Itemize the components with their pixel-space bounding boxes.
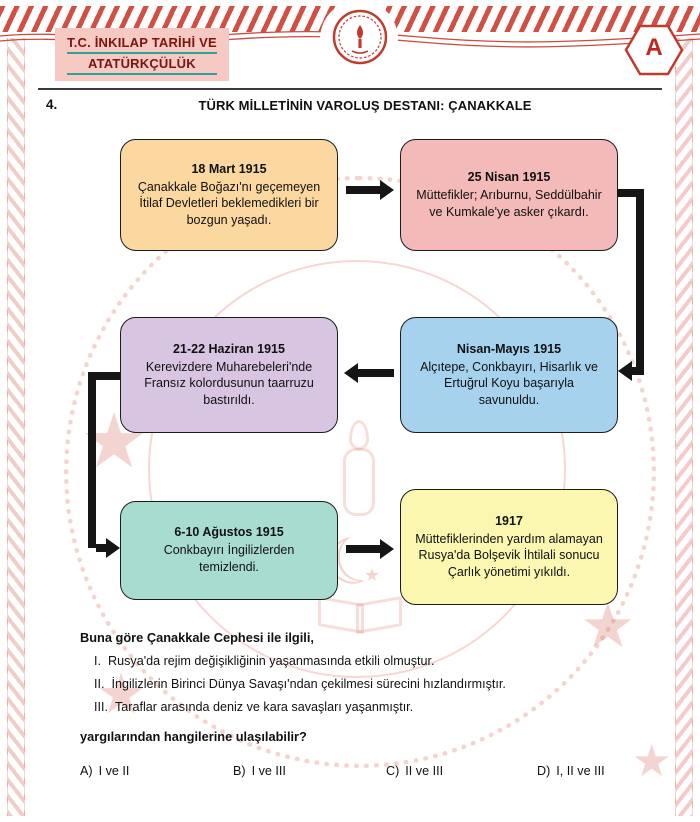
arrow-right-icon <box>380 539 394 559</box>
course-badge-line2: ATATÜRKÇÜLÜK <box>67 56 217 75</box>
arrow-right-icon <box>106 538 120 558</box>
star-icon: ★ <box>364 565 381 585</box>
rope-border-right-icon <box>675 38 693 816</box>
flow-box-nisan-mayis-1915: Nisan-Mayıs 1915 Alçıtepe, Conkbayırı, H… <box>400 317 618 433</box>
answer-option-a: A) I ve II <box>80 764 129 778</box>
flame-icon <box>349 420 369 450</box>
connector-left-bottom-icon <box>96 544 108 552</box>
course-badge-line1: T.C. İNKILAP TARİHİ VE <box>67 35 217 54</box>
statement-item-2: II. İngilizlerin Birinci Dünya Savaşı'nda… <box>94 677 506 691</box>
flow-box-title: 18 Mart 1915 <box>191 161 267 176</box>
option-label: C) <box>386 764 400 778</box>
booklet-letter-badge: A <box>622 22 686 78</box>
statement-item-1: I. Rusya'da rejim değişikliğinin yaşanmas… <box>94 654 435 668</box>
connector-right-bottom-icon <box>632 367 644 375</box>
connector-right-vertical-icon <box>636 189 644 375</box>
arrow-1-shaft-icon <box>346 186 382 194</box>
flow-box-21-22-haziran-1915: 21-22 Haziran 1915 Kerevizdere Muharebel… <box>120 317 338 433</box>
flow-box-title: 1917 <box>495 513 523 528</box>
meb-logo-icon <box>332 9 388 65</box>
flow-box-body: Müttefikler; Arıburnu, Seddülbahir ve Ku… <box>416 187 602 219</box>
statement-numeral: III. <box>94 700 108 714</box>
connector-left-vertical-icon <box>88 372 96 548</box>
rope-border-left-icon <box>7 38 25 816</box>
flow-box-1917: 1917 Müttefiklerinden yardım alamayan Ru… <box>400 489 618 605</box>
statement-text: Taraflar arasında deniz ve kara savaşlar… <box>115 700 414 714</box>
hexagon-icon <box>624 24 684 76</box>
question-closing: yargılarından hangilerine ulaşılabilir? <box>80 729 307 744</box>
flow-box-body: Müttefiklerinden yardım alamayan Rusya'd… <box>415 531 603 579</box>
option-text: I ve II <box>98 764 130 778</box>
course-badge: T.C. İNKILAP TARİHİ VE ATATÜRKÇÜLÜK <box>55 28 229 81</box>
arrow-2-shaft-icon <box>358 369 394 377</box>
question-number: 4. <box>46 97 58 112</box>
option-text: I, II ve III <box>556 764 605 778</box>
option-label: B) <box>233 764 246 778</box>
question-stem: Buna göre Çanakkale Cephesi ile ilgili, <box>80 630 314 645</box>
arrow-3-shaft-icon <box>346 545 382 553</box>
statement-text: Rusya'da rejim değişikliğinin yaşanmasın… <box>108 654 435 668</box>
arrow-left-icon <box>618 361 632 381</box>
flow-box-title: 21-22 Haziran 1915 <box>173 341 285 356</box>
answer-option-d: D) I, II ve III <box>537 764 605 778</box>
flow-box-body: Alçıtepe, Conkbayırı, Hisarlık ve Ertuğr… <box>420 359 598 407</box>
statement-text: İngilizlerin Birinci Dünya Savaşı'ndan ç… <box>111 677 506 691</box>
star-icon: ★ <box>580 592 636 661</box>
booklet-letter: A <box>645 34 663 61</box>
flow-box-title: 25 Nisan 1915 <box>467 169 551 184</box>
star-icon: ★ <box>632 737 672 786</box>
flow-box-25-nisan-1915: 25 Nisan 1915 Müttefikler; Arıburnu, Sed… <box>400 139 618 251</box>
connector-left-top-icon <box>88 372 120 380</box>
option-label: D) <box>537 764 551 778</box>
flow-box-6-10-agustos-1915: 6-10 Ağustos 1915 Conkbayırı İngilizlerd… <box>120 501 338 600</box>
flow-box-body: Conkbayırı İngilizlerden temizlendi. <box>163 543 295 574</box>
statement-numeral: I. <box>94 654 101 668</box>
answer-option-b: B) I ve III <box>233 764 286 778</box>
flow-box-title: Nisan-Mayıs 1915 <box>456 341 562 356</box>
open-book-icon <box>356 595 402 635</box>
flow-box-title: 6-10 Ağustos 1915 <box>174 525 284 540</box>
open-book-icon <box>318 595 364 635</box>
flow-box-body: Kerevizdere Muharebeleri'nde Fransız kol… <box>144 359 314 407</box>
flow-box-18-mart-1915: 18 Mart 1915 Çanakkale Boğazı'nı geçemey… <box>120 139 338 251</box>
flow-box-body: Çanakkale Boğazı'nı geçemeyen İtilaf Dev… <box>137 179 321 227</box>
connector-right-top-icon <box>617 189 644 197</box>
statement-item-3: III. Taraflar arasında deniz ve kara sava… <box>94 700 413 714</box>
header-divider <box>38 88 662 90</box>
question-title: TÜRK MİLLETİNİN VAROLUŞ DESTANI: ÇANAKKA… <box>198 98 532 113</box>
arrow-left-icon <box>344 363 358 383</box>
option-label: A) <box>80 764 93 778</box>
option-text: I ve III <box>251 764 286 778</box>
arrow-right-icon <box>380 180 394 200</box>
option-text: II ve III <box>405 764 444 778</box>
answer-option-c: C) II ve III <box>386 764 443 778</box>
torch-icon <box>343 448 375 516</box>
statement-numeral: II. <box>94 677 105 691</box>
